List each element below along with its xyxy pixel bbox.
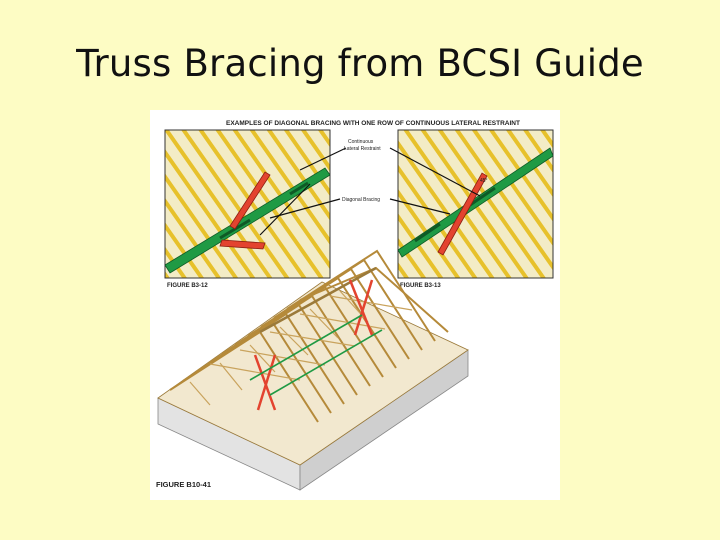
right-panel-label: FIGURE B3-13 (400, 283, 441, 289)
green-restraint-lines (249, 314, 383, 396)
figure-heading: EXAMPLES OF DIAGONAL BRACING WITH ONE RO… (226, 120, 520, 127)
slide-title: Truss Bracing from BCSI Guide (76, 42, 644, 85)
callout-top-line1: Continuous (348, 139, 374, 145)
bottom-figure-label: FIGURE B10-41 (156, 480, 211, 489)
red-x-bracing (253, 279, 374, 411)
callout-top-line2: Lateral Restraint (344, 146, 381, 152)
callout-group: Continuous Lateral Restraint Diagonal Br… (259, 139, 481, 236)
diagonal-brace-left (229, 171, 271, 230)
bracing-figure: EXAMPLES OF DIAGONAL BRACING WITH ONE RO… (150, 110, 560, 500)
callout-bottom: Diagonal Bracing (342, 197, 380, 203)
angle-label: 45° (480, 178, 488, 184)
building-isometric (157, 249, 469, 491)
figure-canvas: EXAMPLES OF DIAGONAL BRACING WITH ONE RO… (156, 120, 554, 491)
left-panel-label: FIGURE B3-12 (167, 283, 208, 289)
building-top-plate (157, 281, 469, 466)
diagonal-brace-left-bottom (219, 239, 266, 250)
right-bracing-panel: 45° FIGURE B3-13 (397, 129, 554, 289)
left-bracing-panel: FIGURE B3-12 (164, 129, 331, 289)
